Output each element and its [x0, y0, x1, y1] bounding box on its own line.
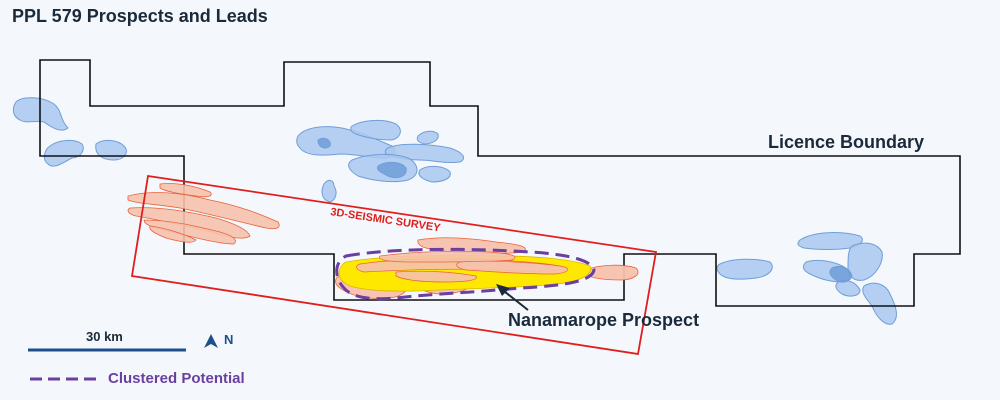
arrowhead-icon [496, 284, 510, 296]
blue-features [12, 97, 897, 325]
leads-cluster-west [127, 183, 280, 245]
blue-feature [321, 179, 337, 203]
blue-feature [350, 119, 401, 141]
blue-feature-dark [829, 265, 853, 283]
blue-feature [95, 139, 127, 161]
blue-feature [862, 282, 897, 325]
legend-clustered-potential-label: Clustered Potential [108, 370, 245, 387]
blue-feature [716, 258, 773, 280]
clustered-potential-outline [335, 247, 596, 301]
north-arrow-label: N [224, 332, 234, 347]
scale-bar-label: 30 km [86, 329, 123, 344]
blue-feature-dark [377, 161, 407, 179]
nanamarope-prospect-label: Nanamarope Prospect [508, 310, 700, 330]
licence-boundary-label: Licence Boundary [768, 132, 925, 152]
map-title: PPL 579 Prospects and Leads [12, 6, 268, 26]
lead-feature [127, 192, 280, 230]
blue-feature [43, 139, 84, 167]
lead-feature [159, 183, 212, 198]
north-arrow-icon [204, 334, 218, 348]
blue-feature [847, 242, 883, 281]
seismic-survey-label: 3D-SEISMIC SURVEY [330, 206, 442, 234]
lead-feature [149, 225, 197, 243]
lead-feature [127, 207, 251, 239]
blue-feature-dark [317, 137, 331, 149]
blue-feature [418, 165, 451, 183]
licence-boundary [39, 59, 961, 307]
lead-feature [456, 260, 569, 275]
seismic-survey-outline [130, 174, 658, 356]
lead-feature [378, 250, 516, 263]
lead-feature [395, 270, 478, 283]
lead-feature [585, 264, 639, 281]
prospect-leads [356, 250, 569, 283]
blue-feature [416, 130, 439, 145]
blue-feature [835, 279, 861, 297]
